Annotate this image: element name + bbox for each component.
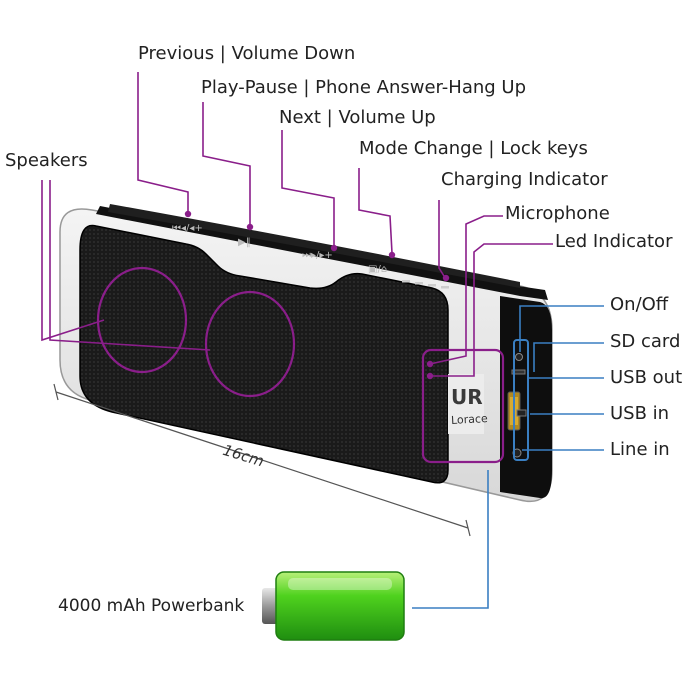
label-charging: Charging Indicator [441, 169, 608, 190]
led-mic-highlight [421, 348, 505, 464]
play-pause-button-icon: ▶‖ [238, 237, 251, 248]
next-button-icon: ⏭▸/▸+ [302, 250, 333, 261]
brand-logo: UR [451, 385, 483, 409]
label-linein: Line in [610, 439, 670, 460]
speaker-highlights [96, 266, 529, 464]
speaker-body: ⏮◂/◂+ ▶‖ ⏭▸/▸+ ▣/⌂ [59, 204, 553, 503]
label-next: Next | Volume Up [279, 107, 436, 128]
label-onoff: On/Off [610, 294, 669, 315]
battery-icon [262, 571, 405, 641]
brand-name: Lorace [450, 412, 489, 427]
label-microphone: Microphone [505, 203, 610, 224]
label-previous: Previous | Volume Down [138, 43, 356, 64]
prev-button-icon: ⏮◂/◂+ [172, 223, 203, 234]
sdcard-slot [511, 369, 526, 375]
label-led: Led Indicator [555, 231, 673, 252]
callout-dots [184, 210, 450, 380]
logo-area [448, 374, 484, 434]
label-play-pause: Play-Pause | Phone Answer-Hang Up [201, 77, 527, 98]
onoff-port [515, 353, 523, 361]
charging-indicator-lights [402, 280, 449, 289]
callout-lines-blue [412, 305, 604, 609]
label-usbin: USB in [610, 403, 670, 424]
front-grille [79, 224, 449, 484]
usb-in-port [516, 409, 527, 417]
speaker-left-highlight [96, 266, 188, 374]
mode-button-icon: ▣/⌂ [368, 264, 387, 275]
speaker-right-highlight [204, 290, 296, 398]
label-usbout: USB out [610, 367, 683, 388]
label-speakers: Speakers [5, 150, 88, 171]
callout-lines-purple [41, 72, 553, 377]
dimension-line [53, 383, 471, 537]
label-mode: Mode Change | Lock keys [359, 138, 588, 159]
label-powerbank: 4000 mAh Powerbank [58, 596, 245, 616]
label-sdcard: SD card [610, 331, 681, 352]
ports-highlight [513, 339, 529, 461]
